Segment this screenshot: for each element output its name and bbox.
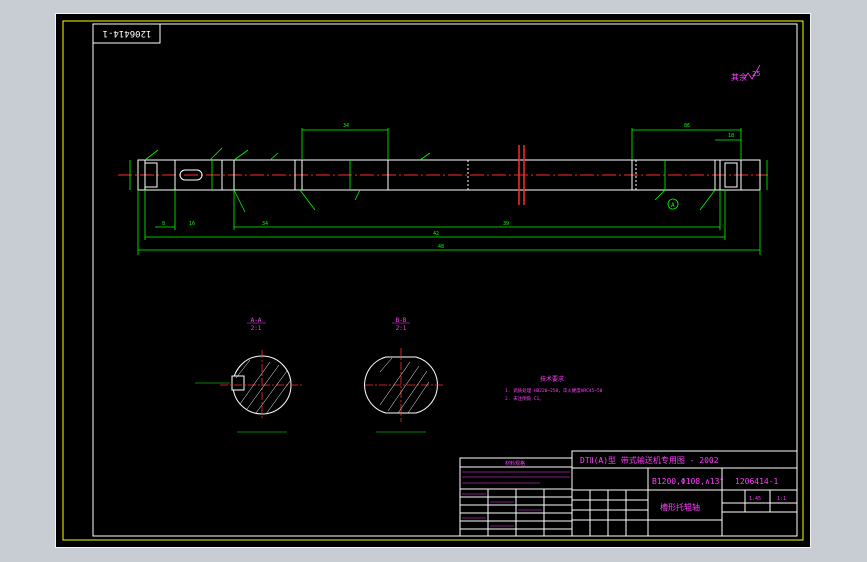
dimension-labels: 34 86 18 34 39 42 48 8 16: [162, 123, 734, 250]
dimension-lines: [129, 128, 768, 255]
svg-text:86: 86: [684, 123, 690, 129]
section-a-a: A-A 2:1: [195, 317, 304, 433]
title-spec: B1200,Φ108,∧13°: [652, 477, 724, 486]
drawing-sheet: [55, 13, 811, 548]
svg-text:8: 8: [162, 221, 165, 227]
roughness-note: 其余: [731, 72, 747, 82]
roughness-value: 25: [752, 70, 760, 78]
title-scale: 1:1: [777, 496, 786, 502]
svg-text:技术要求: 技术要求: [540, 375, 564, 383]
drawing-number-text: 1206414-1: [103, 28, 152, 38]
title-drawing-no: 1206414-1: [735, 477, 779, 486]
material-table: 材料规格: [459, 457, 573, 537]
title-block: DTⅡ(A)型 带式输送机专用图 - 2002 B1200,Φ108,∧13° …: [571, 450, 798, 537]
svg-text:2. 未注倒角 C1。: 2. 未注倒角 C1。: [505, 395, 544, 402]
svg-text:39: 39: [503, 221, 509, 227]
svg-text:1. 调质处理 HB220~250，淬火硬度HRC45~50: 1. 调质处理 HB220~250，淬火硬度HRC45~50: [505, 387, 603, 394]
shaft-main-view: [118, 145, 768, 205]
roughness-symbol: [743, 64, 761, 80]
title-part-name: 槽形托辊轴: [660, 502, 700, 512]
svg-text:42: 42: [433, 231, 439, 237]
svg-text:A-A: A-A: [251, 317, 262, 324]
drawing-number-box: 1206414-1: [92, 23, 161, 44]
svg-text:B-B: B-B: [396, 317, 407, 324]
svg-text:A: A: [671, 202, 675, 209]
outer-border: [62, 20, 804, 541]
svg-text:34: 34: [262, 221, 268, 227]
section-b-b: B-B 2:1: [364, 317, 445, 433]
svg-text:16: 16: [189, 221, 195, 227]
svg-text:48: 48: [438, 244, 444, 250]
svg-text:34: 34: [343, 123, 349, 129]
title-header: DTⅡ(A)型 带式输送机专用图 - 2002: [580, 455, 719, 465]
svg-text:2:1: 2:1: [396, 325, 407, 332]
title-weight: 1.45: [749, 496, 761, 502]
svg-text:18: 18: [728, 133, 734, 139]
svg-text:2:1: 2:1: [251, 325, 262, 332]
svg-text:材料规格: 材料规格: [505, 460, 525, 467]
datum-a: A: [667, 198, 679, 210]
inner-border: [92, 23, 798, 537]
tech-requirements: 技术要求 1. 调质处理 HB220~250，淬火硬度HRC45~50 2. 未…: [505, 375, 603, 402]
